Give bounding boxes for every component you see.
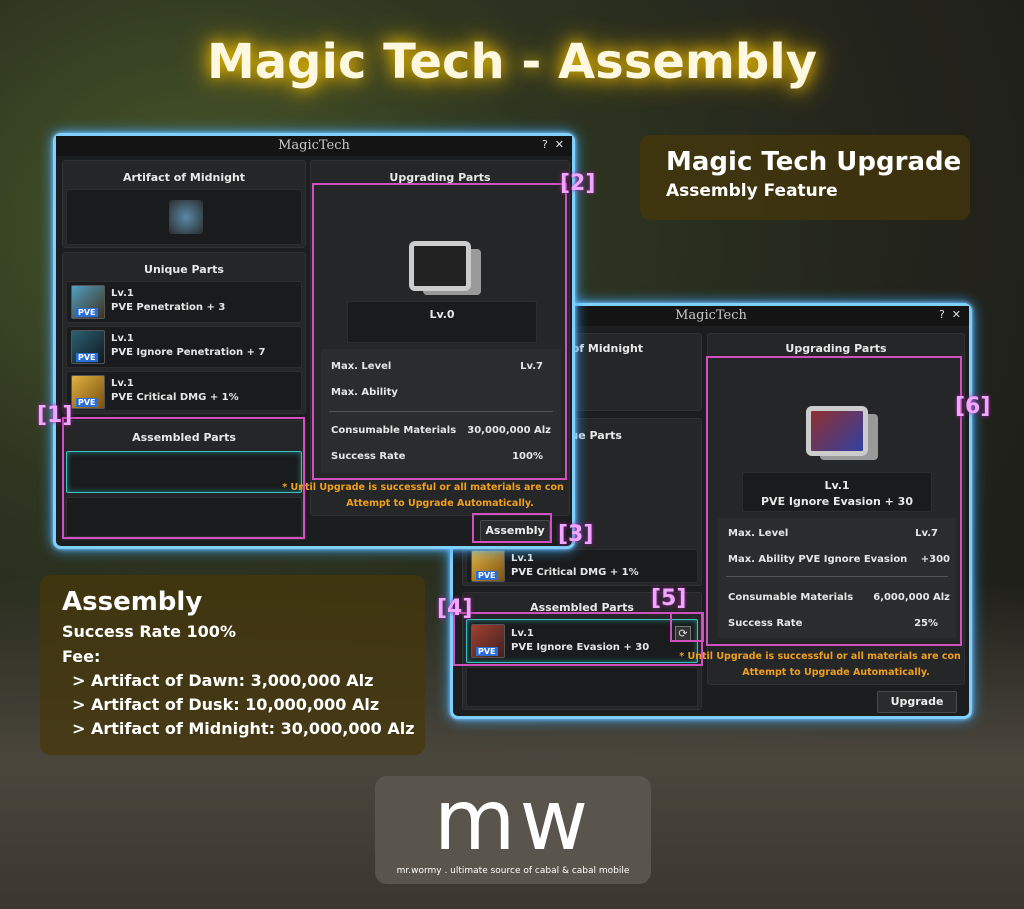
stat-value: +300 <box>920 554 950 565</box>
window-title: MagicTech <box>56 136 572 156</box>
part-level: Lv.1 <box>511 553 534 564</box>
fee-item: > Artifact of Midnight: 30,000,000 Alz <box>72 719 415 738</box>
fee-item: > Artifact of Dusk: 10,000,000 Alz <box>72 695 380 714</box>
part-level: Lv.1 <box>511 628 534 639</box>
unique-parts-header: Unique Parts <box>144 263 224 276</box>
empty-slot[interactable] <box>466 667 698 707</box>
highlight-1 <box>62 417 305 539</box>
help-button[interactable]: ? <box>541 138 548 151</box>
close-button[interactable]: ✕ <box>951 308 961 321</box>
part-level-box: Lv.0 <box>347 301 537 343</box>
warning-text: Attempt to Upgrade Automatically. <box>742 667 930 678</box>
unique-part-row[interactable]: PVE Lv.1 PVE Critical DMG + 1% <box>466 549 698 583</box>
label-5: [5] <box>651 586 687 611</box>
critical-dmg-icon: PVE <box>471 550 505 582</box>
highlight-4 <box>453 612 703 666</box>
stat-label: Consumable Materials <box>728 592 854 603</box>
artifact-slot[interactable] <box>66 189 302 245</box>
empty-slot[interactable] <box>66 497 302 537</box>
upgrade-info-title: Magic Tech Upgrade <box>666 147 962 177</box>
upgrading-parts-header: Upgrading Parts <box>785 342 887 355</box>
stat-label: Max. Ability <box>331 387 398 398</box>
part-name: PVE Critical DMG + 1% <box>111 392 239 403</box>
stats-box: Max. Level Lv.7 Max. Ability Consumable M… <box>321 349 561 473</box>
artifact-name: Artifact of Midnight <box>122 171 246 184</box>
upgrading-parts-header: Upgrading Parts <box>389 171 491 184</box>
part-level-box: Lv.1 PVE Ignore Evasion + 30 <box>742 472 932 512</box>
highlight-2 <box>312 183 567 480</box>
part-level: Lv.1 <box>824 479 850 492</box>
label-3: [3] <box>558 522 594 547</box>
part-name: PVE Penetration + 3 <box>111 302 226 313</box>
assembled-parts-header: Assembled Parts <box>132 431 236 444</box>
window-title: MagicTech <box>453 306 969 326</box>
warning-text: Attempt to Upgrade Automatically. <box>346 498 534 509</box>
assembled-slot-selected[interactable] <box>66 451 302 493</box>
critical-dmg-icon: PVE <box>71 375 105 409</box>
highlight-3 <box>472 513 552 543</box>
stat-label: Success Rate <box>728 618 803 629</box>
stat-value: Lv.7 <box>520 361 543 372</box>
assembled-part-row[interactable]: PVE Lv.1 PVE Ignore Evasion + 30 ⟳ <box>466 619 698 663</box>
upgrade-button[interactable]: Upgrade <box>877 691 957 713</box>
ignore-evasion-icon: PVE <box>471 624 505 658</box>
artifact-panel: Artifact of Midnight <box>62 160 306 248</box>
magic-tech-part-icon <box>409 241 471 291</box>
assembly-info-title: Assembly <box>62 587 203 617</box>
assembly-fee-label: Fee: <box>62 647 101 666</box>
unique-part-row[interactable]: PVE Lv.1 PVE Penetration + 3 <box>66 281 302 323</box>
penetration-icon: PVE <box>71 285 105 319</box>
highlight-5 <box>670 612 704 642</box>
magic-tech-part-icon <box>806 406 868 456</box>
page-title: Magic Tech - Assembly <box>207 34 817 90</box>
stat-value: 6,000,000 Alz <box>873 592 950 603</box>
stat-value: 100% <box>512 451 543 462</box>
stats-box: Max. Level Lv.7 Max. Ability PVE Ignore E… <box>718 518 956 638</box>
stat-label: Max. Level <box>331 361 392 372</box>
artifact-icon <box>169 200 203 234</box>
mw-logo: mw mr.wormy . ultimate source of cabal &… <box>375 776 651 884</box>
upgrade-info-subtitle: Assembly Feature <box>666 181 838 201</box>
logo-tagline: mr.wormy . ultimate source of cabal & ca… <box>396 866 630 876</box>
unique-part-row[interactable]: PVE Lv.1 PVE Critical DMG + 1% <box>66 371 302 411</box>
warning-text: * Until Upgrade is successful or all mat… <box>679 651 961 662</box>
label-2: [2] <box>560 171 596 196</box>
unique-part-row[interactable]: PVE Lv.1 PVE Ignore Penetration + 7 <box>66 326 302 368</box>
assembled-parts-panel: Assembled Parts PVE Lv.1 PVE Ignore Evas… <box>462 592 702 710</box>
unique-parts-panel: Unique Parts PVE Lv.1 PVE Penetration + … <box>62 252 306 414</box>
part-name: PVE Critical DMG + 1% <box>511 567 639 578</box>
label-4: [4] <box>437 596 473 621</box>
assembled-parts-header: Assembled Parts <box>530 601 634 614</box>
assembly-info-box: Assembly Success Rate 100% Fee: > Artifa… <box>40 575 425 755</box>
label-1: [1] <box>37 403 73 428</box>
stat-label: Max. Level <box>728 528 789 539</box>
stat-label: Consumable Materials <box>331 425 457 436</box>
part-name: PVE Ignore Evasion + 30 <box>761 495 913 508</box>
part-level: Lv.1 <box>111 288 134 299</box>
stat-value: 30,000,000 Alz <box>467 425 551 436</box>
upgrade-info-box: Magic Tech Upgrade Assembly Feature <box>640 135 970 220</box>
stat-value: Lv.7 <box>915 528 938 539</box>
assembly-success-rate: Success Rate 100% <box>62 622 236 641</box>
upgrading-parts-panel: Upgrading Parts Lv.1 PVE Ignore Evasion … <box>707 333 965 685</box>
help-button[interactable]: ? <box>938 308 945 321</box>
warning-text: * Until Upgrade is successful or all mat… <box>282 482 564 493</box>
logo-mark: mw <box>433 771 593 869</box>
part-level: Lv.1 <box>111 378 134 389</box>
highlight-6 <box>706 356 962 646</box>
stat-label: Max. Ability PVE Ignore Evasion <box>728 554 908 565</box>
part-name: PVE Ignore Evasion + 30 <box>511 642 650 653</box>
assembled-parts-panel: Assembled Parts <box>62 420 306 540</box>
label-6: [6] <box>955 394 991 419</box>
stat-label: Success Rate <box>331 451 406 462</box>
part-name: PVE Ignore Penetration + 7 <box>111 347 266 358</box>
close-button[interactable]: ✕ <box>554 138 564 151</box>
part-level: Lv.1 <box>111 333 134 344</box>
part-level: Lv.0 <box>429 308 455 321</box>
fee-item: > Artifact of Dawn: 3,000,000 Alz <box>72 671 374 690</box>
upgrading-parts-panel: Upgrading Parts Lv.0 Max. Level Lv.7 Max.… <box>310 160 570 516</box>
ignore-penetration-icon: PVE <box>71 330 105 364</box>
stat-value: 25% <box>914 618 938 629</box>
